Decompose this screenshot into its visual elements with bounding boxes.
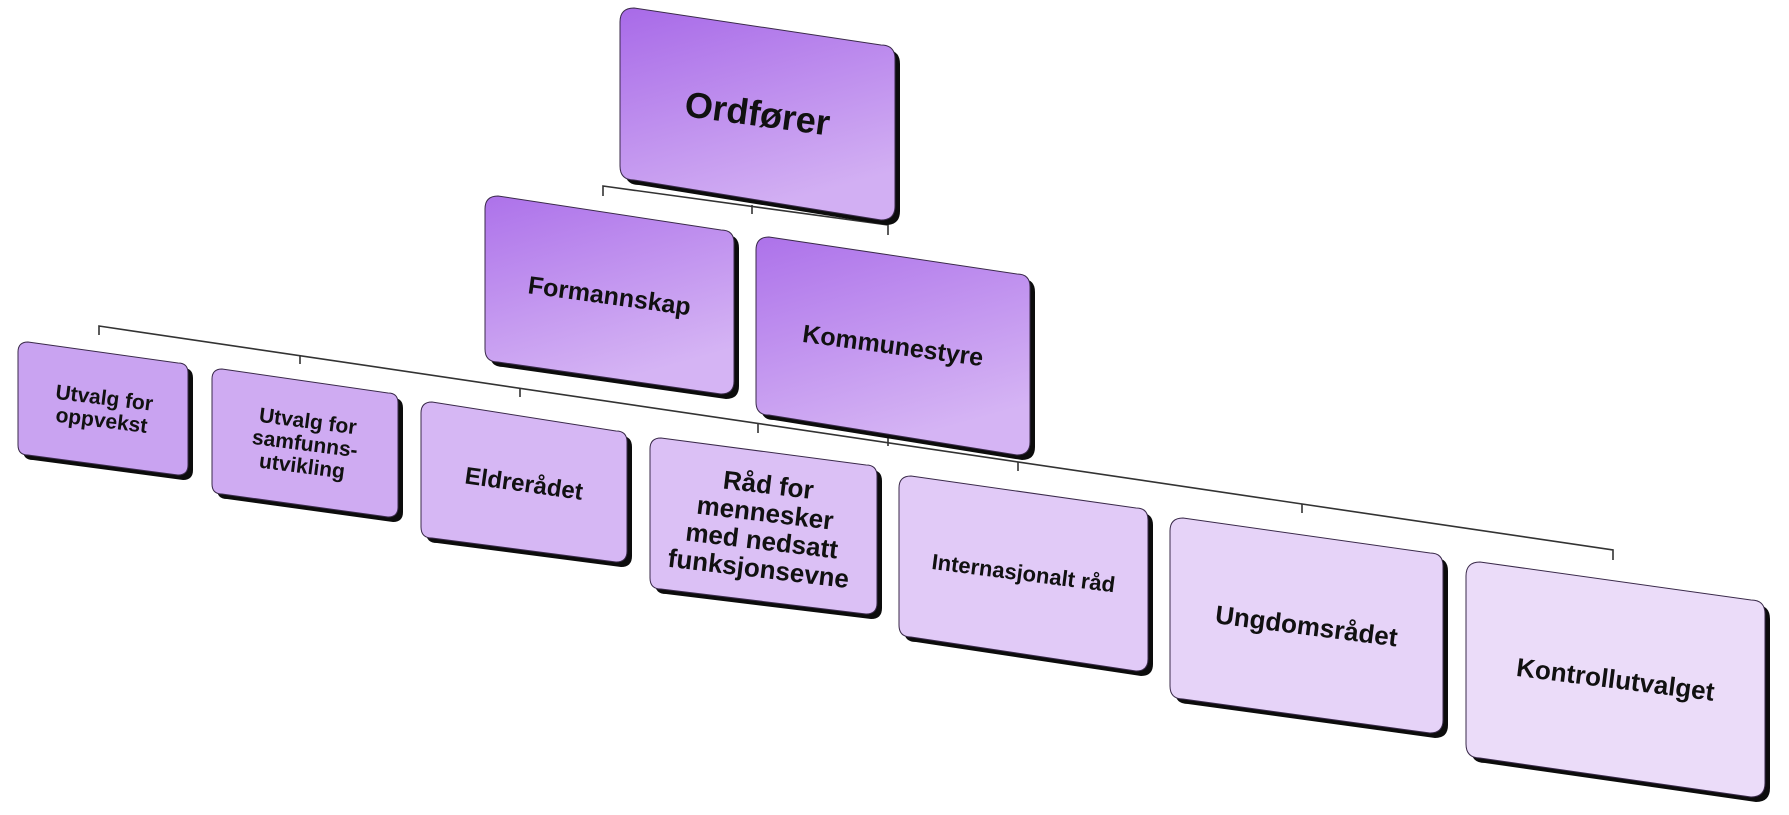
node-utvalg-for-oppvekst: Utvalg foroppvekst <box>17 341 193 480</box>
node-kommunestyre: Kommunestyre <box>755 236 1035 460</box>
box-face <box>1169 517 1444 734</box>
box-face <box>1465 561 1766 798</box>
node-utvalg-for-samfunnsutvikling: Utvalg forsamfunns-utvikling <box>211 368 403 522</box>
box-face <box>898 475 1149 672</box>
box-face <box>420 401 628 563</box>
node-eldreradet: Eldrerådet <box>420 401 632 567</box>
box-face <box>649 437 878 615</box>
box-face <box>619 7 896 221</box>
node-ordforer: Ordfører <box>619 7 900 225</box>
connector-level2-bus <box>98 325 1614 560</box>
node-kontrollutvalget: Kontrollutvalget <box>1465 561 1770 802</box>
node-label: Utvalg forsamfunns-utvikling <box>248 403 362 484</box>
box-face <box>755 236 1031 456</box>
connectors <box>98 185 1614 560</box>
node-internasjonalt-rad: Internasjonalt råd <box>898 475 1153 676</box>
node-ungdomsradet: Ungdomsrådet <box>1169 517 1448 738</box>
node-rad-for-mennesker-med-nedsatt-funksjonsevne: Råd formenneskermed nedsattfunksjonsevne <box>649 437 882 619</box>
box-face <box>484 195 735 395</box>
connector-top-bus <box>602 185 889 235</box>
box-face <box>17 341 189 476</box>
node-formannskap: Formannskap <box>484 195 739 399</box>
box-face <box>211 368 399 518</box>
